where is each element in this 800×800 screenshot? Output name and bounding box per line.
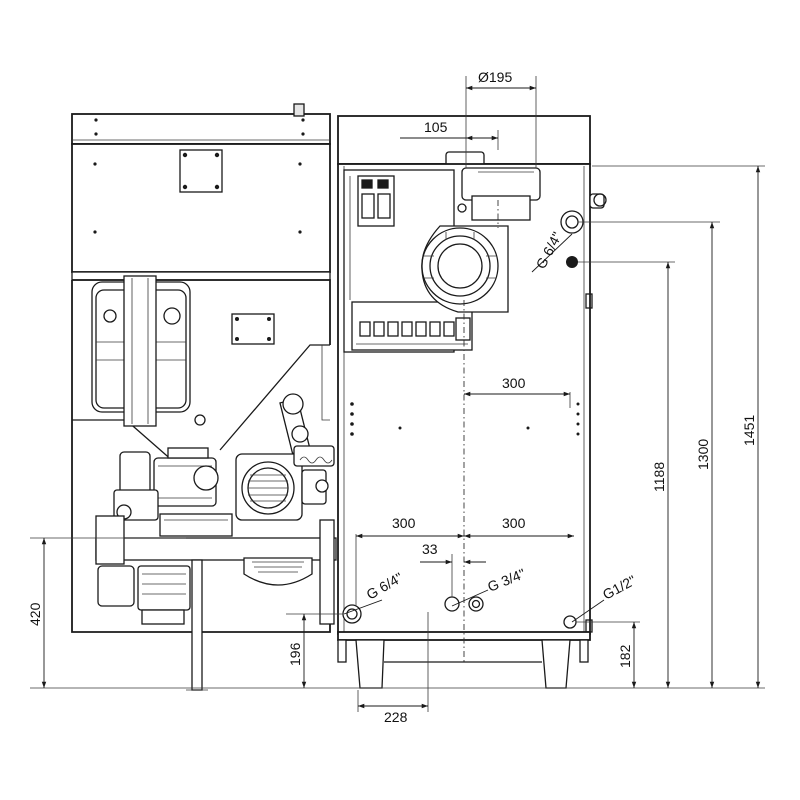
boiler-foot-right (541, 639, 571, 689)
dim-height-burner-axis: 420 (27, 602, 43, 626)
hopper-lid-hinge (293, 103, 305, 117)
bottom-left-nozzle (342, 604, 362, 624)
hopper-access-plate (231, 313, 275, 345)
dim-height-drain: 182 (617, 644, 633, 668)
dim-height-lower-connection: 1188 (651, 462, 667, 492)
hopper-mount-plate (179, 149, 223, 193)
flue-exhaust-fan (421, 167, 541, 313)
hopper-side-view (71, 103, 337, 691)
hopper-support-leg (191, 559, 203, 691)
upper-outlet-nozzle (560, 193, 607, 268)
dim-lower-left-horizontal: 300 (392, 515, 416, 531)
fan-housing-lower (243, 557, 313, 586)
auger-motor-lower (97, 565, 191, 625)
fan-motor-grille (235, 453, 327, 521)
igniter-tube (279, 393, 335, 493)
label-drain: G1/2" (600, 572, 639, 603)
dim-lower-right-horizontal: 300 (502, 515, 526, 531)
dim-floor-offset: 228 (384, 709, 408, 725)
dim-height-total: 1451 (741, 415, 757, 446)
feeder-gearmotor-upper (91, 275, 206, 427)
boiler-foot-left (355, 639, 385, 689)
burner-tube (95, 513, 337, 625)
hopper-lid (71, 113, 331, 145)
dim-flue-offset: 105 (424, 119, 448, 135)
dim-upper-horizontal: 300 (502, 375, 526, 391)
dim-height-left-outlet: 196 (287, 642, 303, 666)
drain-nozzle (563, 615, 577, 629)
hopper-rivets (93, 118, 305, 234)
center-lines (30, 76, 765, 712)
dimension-lines (41, 85, 761, 709)
auger-motor-left (113, 447, 219, 521)
dim-height-upper-connection: 1300 (695, 439, 711, 470)
dim-flue-diameter: Ø195 (478, 69, 512, 85)
hopper-body (71, 143, 331, 273)
dim-small-offset: 33 (422, 541, 438, 557)
boiler-front-view (337, 115, 607, 689)
boiler-side-details (350, 293, 593, 633)
bottom-middle-nozzles (444, 596, 484, 612)
